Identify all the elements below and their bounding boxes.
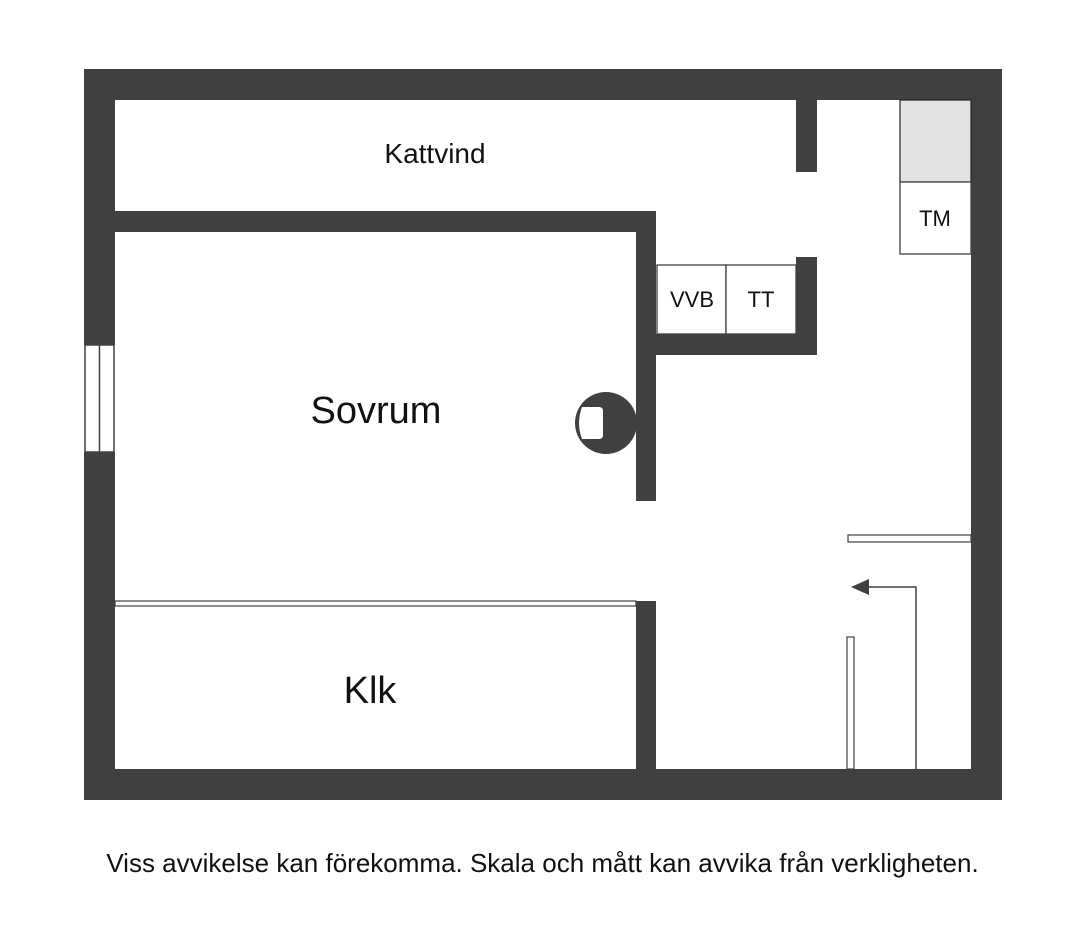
shaded-appliance [899, 99, 972, 183]
wall-left-upper [84, 69, 115, 345]
wall-left-lower [84, 452, 115, 800]
tt-box [725, 264, 797, 335]
sliding-door-symbol [846, 534, 972, 770]
room-label-sovrum: Sovrum [311, 390, 442, 432]
closet-fixtures: VVB TT [656, 264, 797, 335]
wall-closet-bottom [656, 334, 817, 355]
window-symbol [84, 344, 115, 453]
wall-klk-right [636, 601, 656, 769]
entrance-arrow [851, 579, 917, 769]
sliding-door-sovrum-klk [114, 600, 637, 607]
outer-walls [84, 69, 1002, 800]
wall-sovrum-right-upper [636, 211, 656, 501]
wall-bottom [84, 769, 1002, 800]
disclaimer-text: Viss avvikelse kan förekomma. Skala och … [106, 848, 979, 878]
tm-label: TM [919, 206, 951, 231]
wall-top [84, 69, 1002, 100]
vvb-box [656, 264, 727, 335]
wall-right [971, 69, 1002, 800]
wall-closet-right [796, 257, 817, 355]
wall-kattvind-sovrum [115, 211, 656, 232]
chimney-symbol [575, 392, 637, 454]
tm-fixtures: TM [899, 99, 972, 255]
tm-box [899, 181, 972, 255]
room-label-klk: Klk [344, 670, 398, 712]
room-label-kattvind: Kattvind [384, 138, 485, 169]
interior-walls [115, 100, 817, 769]
vvb-label: VVB [670, 287, 714, 312]
wall-kattvind-stub [796, 100, 817, 172]
tt-label: TT [748, 287, 775, 312]
